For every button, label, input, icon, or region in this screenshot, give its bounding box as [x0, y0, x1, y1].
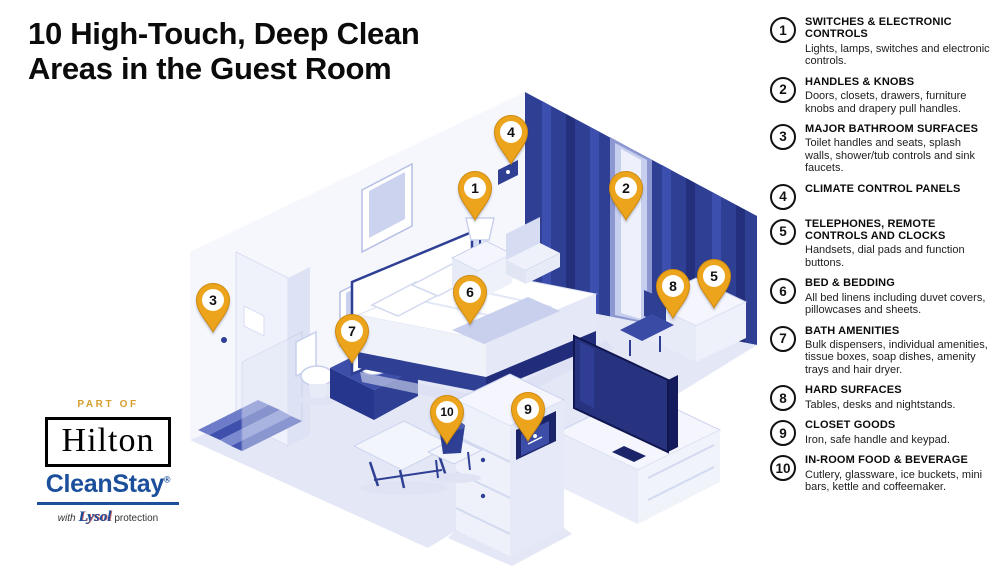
legend-number-badge: 8 [770, 385, 796, 412]
part-of-label: PART OF [77, 399, 139, 410]
legend-heading: CLOSET GOODS [805, 419, 896, 432]
legend-heading: SWITCHES & ELECTRONIC CONTROLS [805, 16, 952, 41]
legend-body: Cutlery, glassware, ice buckets, mini ba… [805, 468, 983, 494]
legend-item: 7 BATH AMENITIES Bulk dispensers, individu… [770, 325, 990, 377]
armchair [506, 217, 560, 284]
legend-heading: HANDLES & KNOBS [805, 75, 915, 88]
legend-number-badge: 7 [770, 325, 796, 352]
cleanstay-logo: CleanStay® [30, 470, 186, 499]
bathroom [198, 251, 418, 452]
legend-item: 2 HANDLES & KNOBS Doors, closets, drawers,… [770, 76, 990, 115]
bed [350, 230, 614, 410]
shower [198, 296, 303, 452]
legend-number-badge: 6 [770, 278, 796, 305]
title-line-2: Areas in the Guest Room [28, 51, 392, 87]
legend-heading: CLIMATE CONTROL PANELS [805, 182, 961, 195]
thermostat-panel [498, 160, 518, 185]
legend-body: Handsets, dial pads and function buttons… [805, 244, 965, 269]
legend-heading: BED & BEDDING [805, 277, 895, 290]
divider-line [37, 502, 179, 505]
tv [573, 334, 678, 462]
protection-label: protection [114, 512, 159, 524]
legend-text: BATH AMENITIES Bulk dispensers, individua… [805, 325, 990, 377]
legend-heading: BATH AMENITIES [805, 324, 900, 337]
registered-mark: ® [163, 474, 171, 485]
legend-number-badge: 10 [770, 455, 796, 482]
legend-number-badge: 3 [770, 123, 796, 150]
page-title: 10 High-Touch, Deep Clean Areas in the G… [28, 16, 420, 87]
cleanstay-wordmark: CleanStay [45, 470, 164, 498]
legend-number-badge: 4 [770, 183, 796, 210]
with-label: with [57, 512, 76, 524]
legend-item: 4 CLIMATE CONTROL PANELS [770, 183, 990, 210]
legend-item: 3 MAJOR BATHROOM SURFACES Toilet handles a… [770, 123, 990, 175]
legend-body: All bed linens including duvet covers, p… [805, 291, 986, 317]
lysol-logo: Lysol [78, 508, 112, 525]
wardrobe-minibar [448, 373, 572, 566]
legend-text: MAJOR BATHROOM SURFACES Toilet handles an… [805, 123, 990, 175]
legend-number-badge: 9 [770, 420, 796, 447]
legend-text: HANDLES & KNOBS Doors, closets, drawers, … [805, 76, 990, 115]
legend-heading: HARD SURFACES [805, 384, 902, 397]
legend-number-badge: 5 [770, 218, 796, 245]
legend-body: Toilet handles and seats, splash walls, … [805, 137, 975, 175]
hilton-wordmark: Hilton [61, 422, 155, 459]
bed-runner [452, 297, 560, 344]
legend-number-badge: 1 [770, 17, 796, 43]
legend-heading: TELEPHONES, REMOTE CONTROLS AND CLOCKS [805, 217, 946, 243]
legend-body: Doors, closets, drawers, furniture knobs… [805, 90, 967, 115]
legend-body: Iron, safe handle and keypad. [805, 433, 950, 446]
legend-body: Bulk dispensers, individual amenities, t… [805, 339, 988, 376]
legend-heading: MAJOR BATHROOM SURFACES [805, 122, 979, 135]
legend-body: Tables, desks and nightstands. [805, 398, 956, 411]
legend-heading: IN-ROOM FOOD & BEVERAGE [805, 454, 968, 467]
hilton-logo: Hilton [44, 417, 172, 467]
picture-frame [361, 162, 413, 254]
legend-text: CLIMATE CONTROL PANELS [805, 183, 990, 195]
legend-number-badge: 2 [770, 76, 796, 103]
title-line-1: 10 High-Touch, Deep Clean [28, 16, 420, 51]
toilet [295, 330, 334, 398]
legend-body: Lights, lamps, switches and electronic c… [805, 42, 990, 68]
